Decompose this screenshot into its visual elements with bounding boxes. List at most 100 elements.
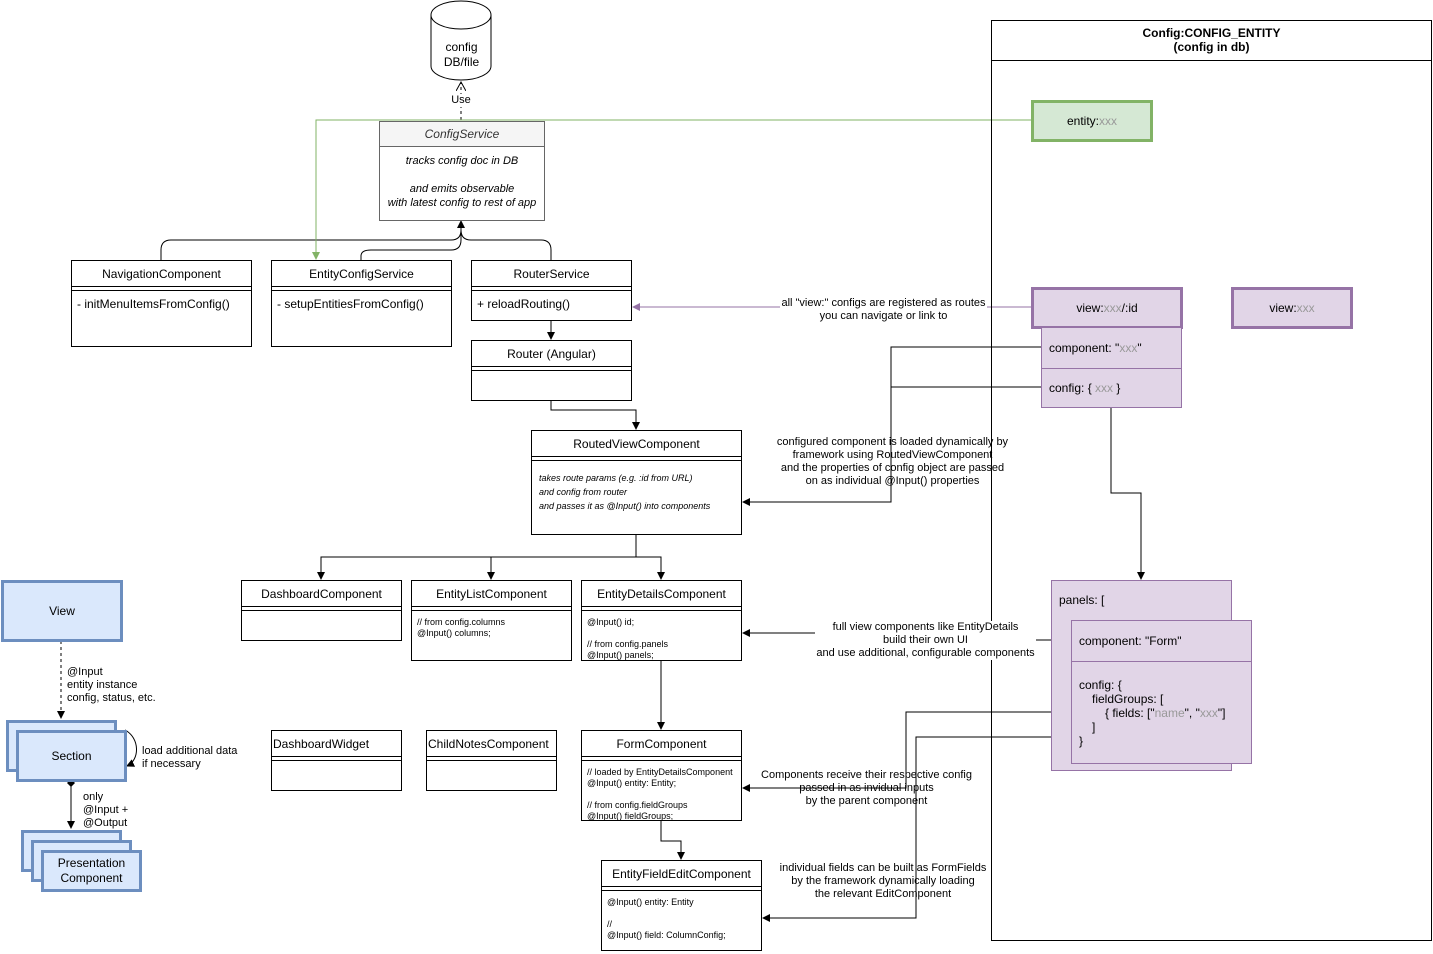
component-placeholder: xxx	[1119, 341, 1138, 355]
entity-list-body: // from config.columns @Input() columns;	[417, 617, 506, 638]
edge-section-self	[124, 729, 137, 767]
component-suffix: "	[1137, 341, 1142, 355]
config-field: config: { xxx }	[1042, 369, 1181, 408]
fields-mid: ", "	[1184, 706, 1200, 720]
entity-details-body: @Input() id; // from config.panels @Inpu…	[587, 617, 669, 660]
entity-list-title: EntityListComponent	[436, 587, 547, 601]
config-entity-panel: Config:CONFIG_ENTITY (config in db)	[991, 20, 1432, 941]
edge-config-panels	[1110, 408, 1145, 580]
entity-config-title: EntityConfigService	[309, 267, 414, 281]
database-icon	[430, 0, 492, 81]
entity-config-body: - setupEntitiesFromConfig()	[277, 297, 424, 311]
edge-routerservice-configservice	[460, 221, 552, 260]
configservice-box: ConfigService tracks config doc in DB an…	[379, 121, 545, 221]
edge-router-routedview	[550, 400, 640, 430]
view1-suffix: /:id	[1121, 301, 1138, 315]
routed-view-body: takes route params (e.g. :id from URL) a…	[539, 473, 711, 511]
config-prefix: config: {	[1049, 381, 1096, 395]
form-config-line1: config: {	[1079, 678, 1122, 692]
config-panel-subtitle: (config in db)	[1173, 40, 1250, 54]
view2-prefix: view:	[1269, 301, 1297, 315]
entity-config-service: EntityConfigService - setupEntitiesFromC…	[271, 260, 452, 347]
dashboard-widget: DashboardWidget	[271, 730, 402, 791]
use-label: Use	[449, 94, 473, 107]
view1-placeholder: xxx	[1103, 301, 1122, 315]
edge-entityconfig-configservice	[360, 221, 462, 260]
field-edit-title: EntityFieldEditComponent	[612, 867, 751, 881]
legend-section: Section	[16, 730, 127, 782]
form-panel-node: component: "Form" config: { fieldGroups:…	[1071, 620, 1252, 764]
legend-load-label: load additional data if necessary	[142, 745, 238, 770]
dashboard-title: DashboardComponent	[261, 587, 382, 601]
fields-name: name	[1154, 706, 1185, 720]
view2-placeholder: xxx	[1296, 301, 1315, 315]
fields-suffix: "]	[1217, 706, 1226, 720]
form-config-line4: ]	[1092, 720, 1096, 734]
navigation-body: - initMenuItemsFromConfig()	[77, 297, 230, 311]
edge-fields-fieldedit	[762, 736, 1071, 922]
configservice-desc2: and emits observable with latest config …	[387, 183, 537, 209]
routes-annotation: all "view:" configs are registered as ro…	[780, 297, 987, 323]
configservice-title: ConfigService	[380, 122, 544, 147]
edge-form-fieldedit	[660, 820, 685, 860]
form-config-line5: }	[1079, 734, 1084, 748]
entity-config-node: entity:xxx	[1031, 100, 1153, 142]
fields-annotation: individual fields can be built as FormFi…	[779, 862, 987, 900]
routed-view-title: RoutedViewComponent	[573, 437, 700, 451]
fields-prefix: { fields: ["	[1105, 706, 1155, 720]
router-service: RouterService + reloadRouting()	[471, 260, 632, 321]
legend-presentation: Presentation Component	[41, 850, 142, 892]
navigation-component: NavigationComponent - initMenuItemsFromC…	[71, 260, 252, 347]
edge-fieldgroups-form	[742, 711, 1071, 792]
edge-routedview-dashboard	[317, 556, 636, 580]
navigation-title: NavigationComponent	[102, 267, 221, 281]
db-label: config DB/file	[443, 40, 480, 69]
entity-list-component: EntityListComponent // from config.colum…	[411, 580, 572, 661]
config-suffix: }	[1113, 381, 1121, 395]
config-panel-header: Config:CONFIG_ENTITY (config in db)	[992, 21, 1431, 61]
component-prefix: component: "	[1049, 341, 1120, 355]
edge-navigation-configservice	[160, 220, 465, 260]
edge-routedview-details	[636, 556, 665, 580]
panels-label: panels: [	[1059, 593, 1105, 607]
child-notes-title: ChildNotesComponent	[428, 737, 549, 751]
routed-view-component: RoutedViewComponent takes route params (…	[531, 430, 742, 535]
dynamic-annotation: configured component is loaded dynamical…	[776, 436, 1009, 487]
form-config-line3: { fields: ["name", "xxx"]	[1079, 706, 1251, 720]
router-title: Router (Angular)	[507, 347, 596, 361]
entity-details-component: EntityDetailsComponent @Input() id; // f…	[581, 580, 742, 661]
form-body: // loaded by EntityDetailsComponent @Inp…	[587, 767, 733, 821]
form-config-field: config: { fieldGroups: [ { fields: ["nam…	[1072, 662, 1251, 748]
legend-only-label: only @Input + @Output	[83, 791, 129, 829]
component-field: component: "xxx"	[1042, 328, 1181, 369]
config-placeholder: xxx	[1095, 381, 1114, 395]
fullview-annotation: full view components like EntityDetails …	[815, 621, 1036, 660]
dashboard-widget-title: DashboardWidget	[273, 737, 370, 751]
child-notes-component: ChildNotesComponent	[426, 730, 557, 791]
legend-input-label: @Input entity instance config, status, e…	[67, 666, 156, 704]
router-service-body: + reloadRouting()	[477, 297, 571, 311]
entity-placeholder: xxx	[1099, 114, 1117, 128]
form-component: FormComponent // loaded by EntityDetails…	[581, 730, 742, 821]
dashboard-component: DashboardComponent	[241, 580, 402, 641]
view-fields-node: component: "xxx" config: { xxx }	[1041, 327, 1182, 408]
router-angular: Router (Angular)	[471, 340, 632, 401]
legend-view: View	[1, 580, 123, 642]
receive-annotation: Components receive their respective conf…	[761, 769, 972, 807]
edge-entity-config	[312, 119, 1031, 260]
edge-component-routedview	[742, 346, 1041, 506]
entity-prefix: entity:	[1066, 114, 1099, 128]
router-service-title: RouterService	[513, 267, 590, 281]
fields-xxx: xxx	[1199, 706, 1218, 720]
configservice-desc1: tracks config doc in DB	[405, 155, 519, 167]
config-panel-title: Config:CONFIG_ENTITY	[1142, 26, 1281, 40]
form-component-field: component: "Form"	[1072, 621, 1251, 662]
form-title: FormComponent	[616, 737, 707, 751]
entity-details-title: EntityDetailsComponent	[597, 587, 726, 601]
view1-prefix: view:	[1076, 301, 1104, 315]
view-config-node: view:xxx	[1231, 287, 1353, 329]
view-id-config-node: view:xxx/:id	[1031, 287, 1183, 329]
field-edit-body: @Input() entity: Entity // @Input() fiel…	[607, 897, 726, 940]
entity-field-edit-component: EntityFieldEditComponent @Input() entity…	[601, 860, 762, 951]
form-config-line2: fieldGroups: [	[1092, 692, 1164, 706]
